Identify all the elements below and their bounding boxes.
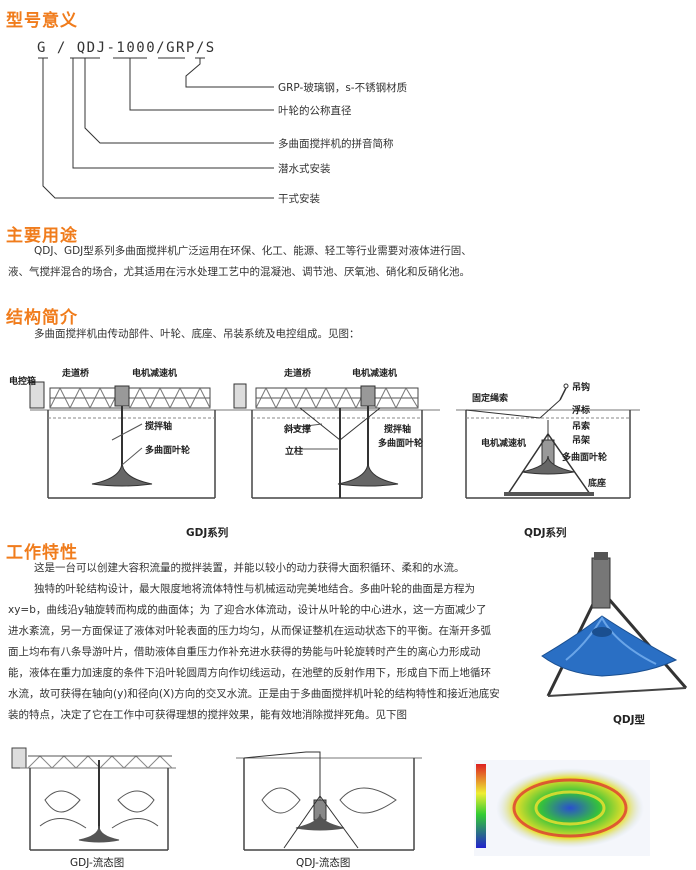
legend-item-material: GRP-玻璃钢，s-不锈钢材质 bbox=[278, 82, 408, 94]
usage-line-2: 液、气搅拌混合的场合，尤其适用在污水处理工艺中的混凝池、调节池、厌氧池、硝化和反… bbox=[8, 266, 470, 278]
gdj2-label-shaft: 搅拌轴 bbox=[384, 425, 412, 435]
gdj2-label-walkway: 走道桥 bbox=[284, 369, 312, 379]
qdj-structure-diagram bbox=[456, 383, 640, 499]
gdj2-label-column: 立柱 bbox=[285, 447, 304, 457]
legend-item-abbreviation: 多曲面搅拌机的拼音简称 bbox=[278, 138, 394, 150]
gdj1-label-shaft: 搅拌轴 bbox=[145, 422, 173, 432]
legend-item-diameter: 叶轮的公称直径 bbox=[278, 105, 352, 117]
structure-section-title: 结构简介 bbox=[6, 308, 78, 328]
gdj-structure-diagram-2 bbox=[232, 383, 440, 499]
qdj-photo-caption: QDJ型 bbox=[613, 714, 646, 726]
model-code-leader-lines bbox=[38, 57, 274, 199]
qdj-label-cable: 吊索 bbox=[572, 422, 591, 432]
usage-section-title: 主要用途 bbox=[6, 226, 78, 246]
qdj-label-frame: 吊架 bbox=[572, 436, 591, 446]
qdj-label-float: 浮标 bbox=[572, 406, 591, 416]
caption-qdj-flow: QDJ-流态图 bbox=[296, 857, 351, 869]
features-line-5: 面上均布有八条导游叶片，借助液体自重压力作补充进水获得的势能与叶轮旋转时产生的离… bbox=[8, 646, 481, 658]
gdj2-label-motor: 电机减速机 bbox=[352, 369, 398, 379]
qdj-label-impeller: 多曲面叶轮 bbox=[562, 453, 608, 463]
features-line-8: 装的特点，决定了它在工作中可获得理想的搅拌效果，能有效地消除搅拌死角。见下图 bbox=[8, 709, 407, 721]
features-line-3: xy=b，曲线沿y轴旋转而构成的曲面体；为 了迎合水体流动，设计从叶轮的中心进水… bbox=[8, 604, 487, 616]
qdj-flow-diagram bbox=[236, 751, 422, 851]
legend-item-dry-install: 干式安装 bbox=[278, 193, 320, 205]
gdj1-label-walkway: 走道桥 bbox=[62, 369, 90, 379]
qdj-label-base: 底座 bbox=[588, 479, 607, 489]
caption-gdj-flow: GDJ-流态图 bbox=[70, 857, 125, 869]
legend-item-submersible: 潜水式安装 bbox=[278, 163, 331, 175]
features-line-1: 这是一台可以创建大容积流量的搅拌装置，并能以较小的动力获得大面积循环、柔和的水流… bbox=[34, 562, 465, 574]
features-line-6: 能，液体在重力加速度的条件下沿叶轮圆周方向作切线运动，在池壁的反射作用下，形成自… bbox=[8, 667, 491, 679]
gdj1-label-control-box: 电控箱 bbox=[9, 377, 37, 387]
model-code: G / QDJ-1000/GRP/S bbox=[37, 40, 216, 56]
qdj-label-motor: 电机减速机 bbox=[481, 439, 527, 449]
features-section-title: 工作特性 bbox=[6, 543, 78, 563]
qdj-product-photo bbox=[541, 552, 688, 697]
gdj1-label-motor: 电机减速机 bbox=[132, 369, 178, 379]
caption-qdj-series: QDJ系列 bbox=[524, 527, 567, 539]
features-line-7: 水流，故可获得在轴向(y)和径向(X)方向的交叉水流。正是由于多曲面搅拌机叶轮的… bbox=[8, 688, 500, 700]
usage-line-1: QDJ、GDJ型系列多曲面搅拌机广泛运用在环保、化工、能源、轻工等行业需要对液体… bbox=[34, 245, 472, 257]
cfd-simulation-image bbox=[474, 760, 650, 856]
gdj-structure-diagram-1 bbox=[29, 381, 232, 499]
caption-gdj-series: GDJ系列 bbox=[186, 527, 229, 539]
features-line-2: 独特的叶轮结构设计，最大限度地将流体特性与机械运动完美地结合。多曲叶轮的曲面是方… bbox=[34, 583, 475, 595]
gdj1-label-impeller: 多曲面叶轮 bbox=[145, 446, 191, 456]
structure-intro: 多曲面搅拌机由传动部件、叶轮、底座、吊装系统及电控组成。见图： bbox=[34, 328, 360, 340]
gdj2-label-impeller: 多曲面叶轮 bbox=[378, 439, 424, 449]
qdj-label-rope: 固定绳索 bbox=[472, 394, 509, 404]
gdj2-label-brace: 斜支撑 bbox=[284, 425, 312, 435]
features-line-4: 进水紊流，另一方面保证了液体对叶轮表面的压力均匀，从而保证整机在运动状态下的平衡… bbox=[8, 625, 491, 637]
gdj-flow-diagram bbox=[11, 747, 176, 851]
model-section-title: 型号意义 bbox=[6, 11, 78, 31]
qdj-label-hook: 吊钩 bbox=[572, 383, 591, 393]
